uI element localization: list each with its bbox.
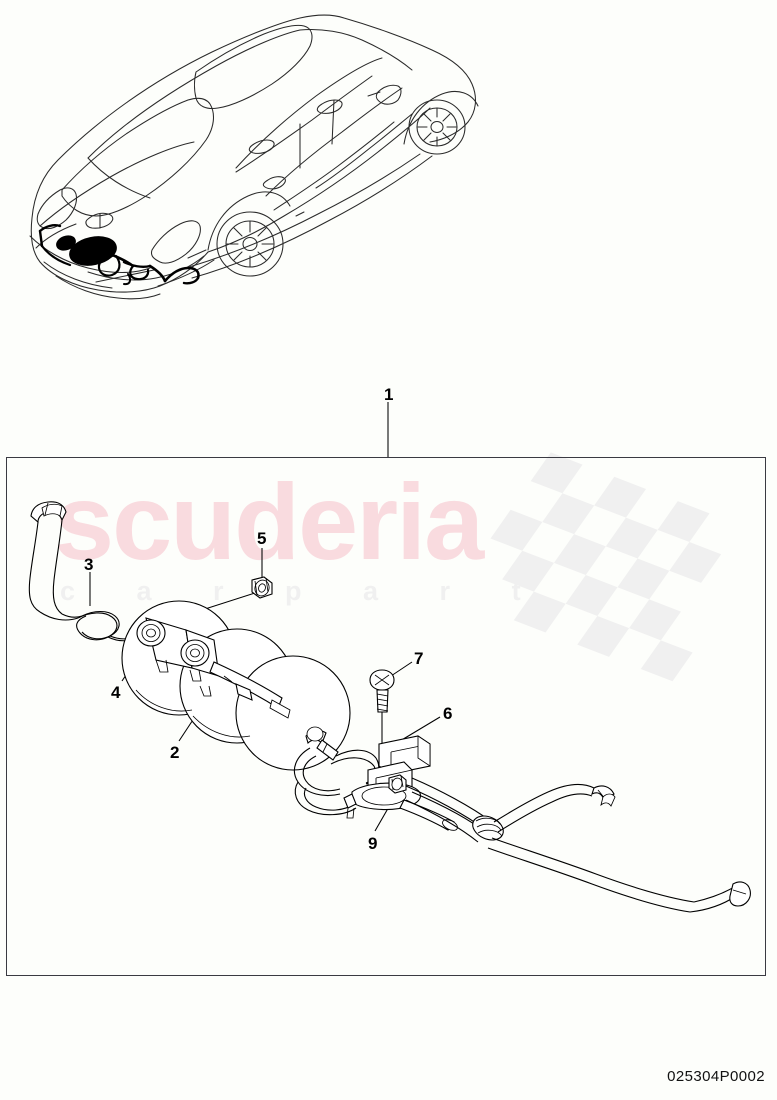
callout-number-2: 2 (170, 743, 180, 762)
rear-suspension-hose-harness-highlight (38, 224, 200, 286)
hose-bundle-right (405, 777, 751, 913)
callout-number-7: 7 (414, 649, 424, 668)
callout-number-3: 3 (84, 555, 94, 574)
part-7-pan-head-bolt (369, 669, 395, 713)
part-3-pressure-pipe (28, 501, 139, 642)
leader-6 (399, 716, 441, 742)
callout-number-9: 9 (368, 834, 378, 853)
car-body-outline (29, 14, 479, 300)
hose-clamp-ring (472, 815, 504, 841)
callout-number-6: 6 (443, 704, 453, 723)
part-4-mounting-bracket (136, 617, 291, 719)
diagram-frame (6, 457, 766, 976)
callout-number-1: 1 (384, 385, 394, 404)
diagram-reference-code: 025304P0002 (667, 1068, 765, 1085)
callout-number-5: 5 (257, 529, 267, 548)
callout-number-4: 4 (111, 683, 121, 702)
part-9-securing-nut (388, 774, 407, 794)
part-5-hex-nut (251, 576, 273, 599)
